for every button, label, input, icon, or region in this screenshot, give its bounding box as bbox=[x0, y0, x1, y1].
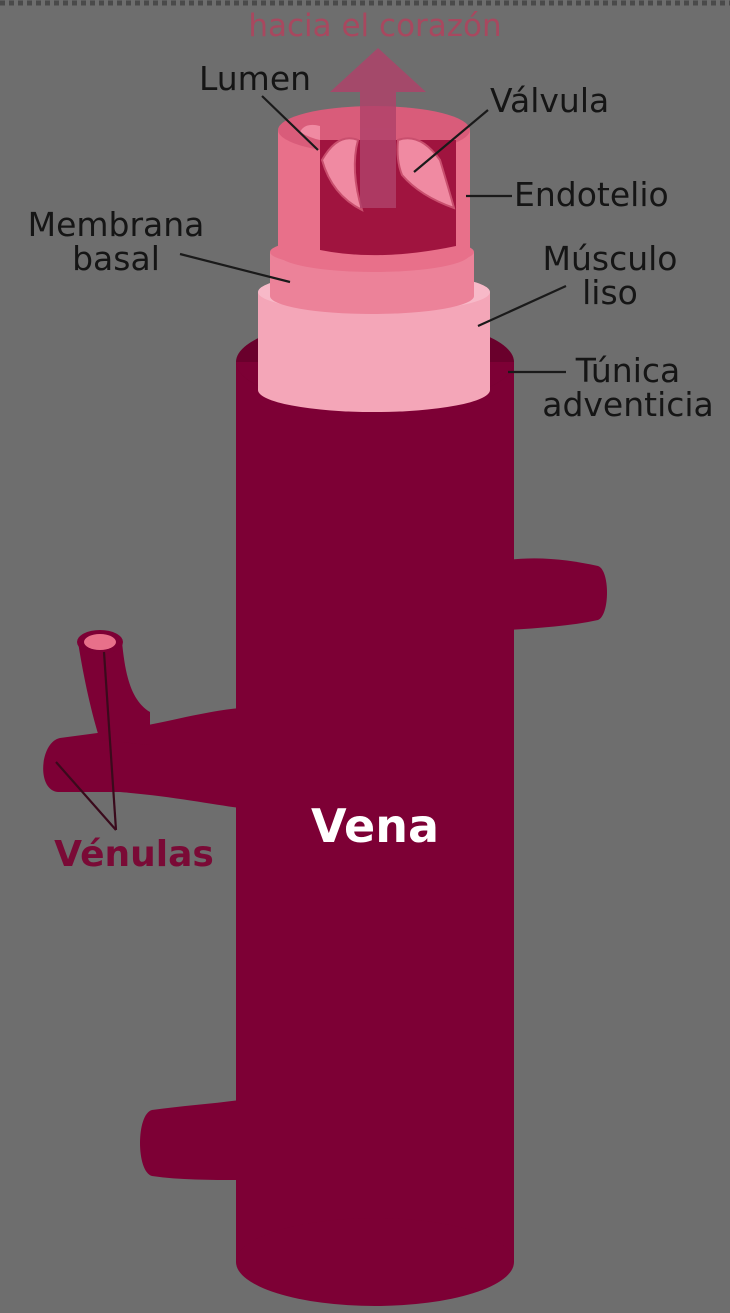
basement-membrane-label-line2: basal bbox=[72, 239, 160, 278]
smooth-muscle-label-line2: liso bbox=[582, 273, 638, 312]
venule-opening bbox=[84, 634, 116, 650]
branch-right bbox=[508, 558, 607, 630]
venules-label: Vénulas bbox=[54, 834, 214, 875]
vein-label: Vena bbox=[311, 799, 439, 853]
endothelium-label: Endotelio bbox=[514, 175, 669, 214]
venule-upward bbox=[78, 642, 150, 745]
valve-label: Válvula bbox=[490, 81, 609, 120]
flow-direction-label: hacia el corazón bbox=[248, 8, 501, 44]
adventitia-label-line2: adventicia bbox=[542, 385, 714, 424]
lumen-label: Lumen bbox=[199, 59, 311, 98]
leader-smooth-muscle bbox=[478, 286, 566, 326]
branch-lower-left bbox=[140, 1100, 240, 1180]
